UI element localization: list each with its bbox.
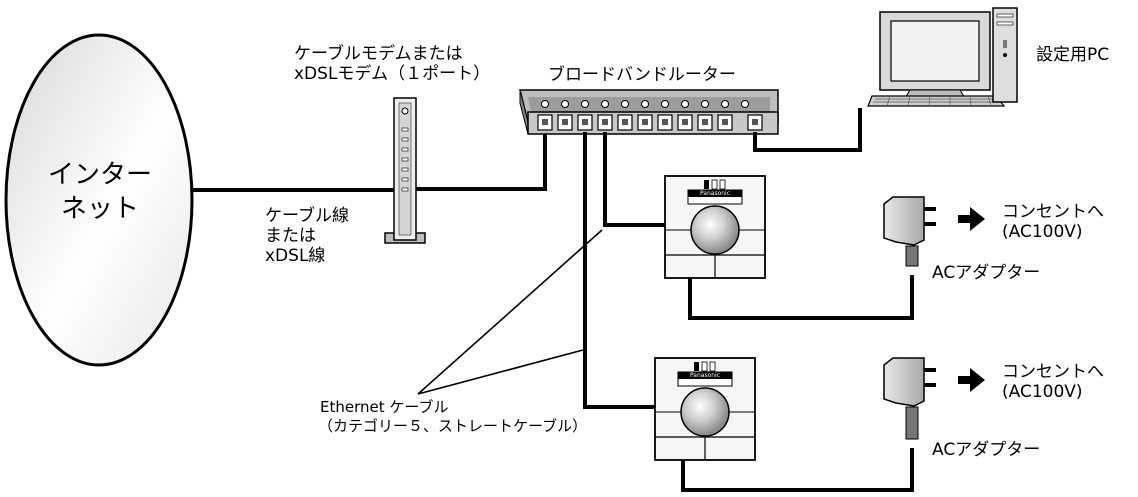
camera2-power-cable — [681, 448, 914, 492]
cable-line-label-line2: または — [265, 226, 316, 246]
ac-adapter-2 — [883, 357, 985, 440]
internet-label: インター ネット — [40, 158, 160, 226]
outlet-label-2-line1: コンセントへ — [1002, 362, 1104, 382]
camera2-lan-cable — [583, 132, 655, 409]
outlet-label-1-line1: コンセントへ — [1002, 202, 1104, 222]
camera1-lan-cable — [603, 132, 665, 227]
adapter-label-1: ACアダプター — [932, 263, 1041, 283]
camera-2 — [654, 357, 756, 461]
modem-label: ケーブルモデムまたは xDSLモデム（１ポート） — [294, 44, 490, 84]
pc-device — [867, 7, 1018, 107]
ethernet-label-line2: （カテゴリー５、ストレートケーブル） — [318, 417, 588, 435]
modem-device — [384, 97, 426, 244]
ethernet-label: Ethernet ケーブル （カテゴリー５、ストレートケーブル） — [318, 398, 587, 436]
router-pc-cable — [753, 108, 862, 152]
cable-line-label-line1: ケーブル線 — [265, 206, 349, 226]
router-label: ブロードバンドルーター — [548, 65, 736, 85]
internet-cloud — [4, 33, 194, 367]
ac-adapter-1 — [883, 196, 985, 267]
outlet-label-2-line2: (AC100V) — [1002, 382, 1083, 402]
camera2-brand: Panasonic — [689, 372, 721, 379]
router-device — [519, 89, 779, 135]
outlet-label-2: コンセントへ (AC100V) — [1002, 362, 1104, 402]
camera-1 — [664, 175, 766, 279]
camera1-brand: Panasonic — [699, 190, 731, 197]
ethernet-label-line1: Ethernet ケーブル — [320, 398, 449, 416]
cable-line-label: ケーブル線 または xDSL線 — [265, 206, 349, 266]
internet-label-line2: ネット — [60, 194, 139, 224]
modem-router-cable — [416, 132, 547, 191]
adapter-label-2: ACアダプター — [932, 440, 1041, 460]
internet-label-line1: インター — [47, 160, 152, 190]
modem-label-line2: xDSLモデム（１ポート） — [294, 64, 491, 84]
ethernet-callout-line-2 — [417, 349, 584, 395]
cable-line-label-line3: xDSL線 — [265, 246, 326, 266]
pc-label: 設定用PC — [1036, 45, 1110, 65]
outlet-label-1-line2: (AC100V) — [1002, 222, 1083, 242]
modem-label-line1: ケーブルモデムまたは — [294, 44, 463, 64]
camera1-power-cable — [688, 275, 914, 320]
outlet-label-1: コンセントへ (AC100V) — [1002, 202, 1104, 242]
ethernet-callout-line-1 — [417, 229, 603, 395]
